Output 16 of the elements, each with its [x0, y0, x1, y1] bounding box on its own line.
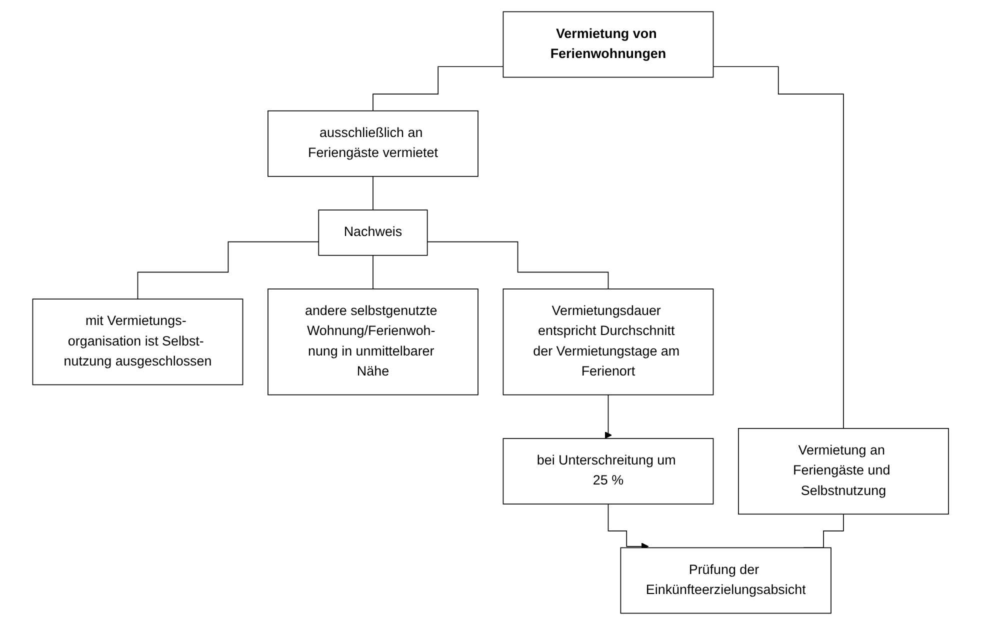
node-box: bei Unterschreitung um 25 % [502, 438, 714, 504]
connector [426, 241, 609, 290]
node-box: Vermietungsdauer entspricht Durchschnitt der Vermietungstage am Ferienort [502, 288, 714, 396]
connector [372, 254, 374, 290]
connector [137, 241, 319, 300]
arrow [604, 394, 612, 439]
node-box: Nachweis [318, 210, 428, 256]
node-box: Prüfung der Einkünfteerzielungsabsicht [620, 547, 832, 614]
node-box: mit Vermietungs- organisation ist Selbst- nutzung ausgeschlossen [32, 298, 244, 386]
connector [372, 176, 374, 210]
connector [712, 66, 844, 429]
node-box: Vermietung an Feriengäste und Selbstnutzung [738, 428, 949, 515]
node-box: andere selbstgenutzte Wohnung/Ferienwoh- nung in unmittelbarer Nähe [267, 288, 478, 396]
node-box: ausschließlich an Feriengäste vermietet [267, 110, 478, 177]
node-box: Vermietung von Ferienwohnungen [502, 11, 714, 78]
connector [372, 66, 504, 112]
